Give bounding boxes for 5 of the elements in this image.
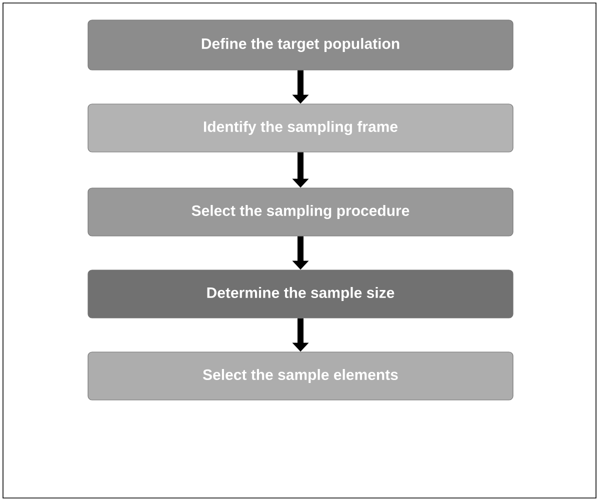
process-box: Select the sample elements — [88, 352, 514, 400]
process-box: Select the sampling procedure — [88, 188, 514, 236]
process-box: Determine the sample size — [88, 270, 514, 318]
process-box: Define the target population — [88, 20, 514, 70]
process-box: Identify the sampling frame — [88, 104, 514, 152]
